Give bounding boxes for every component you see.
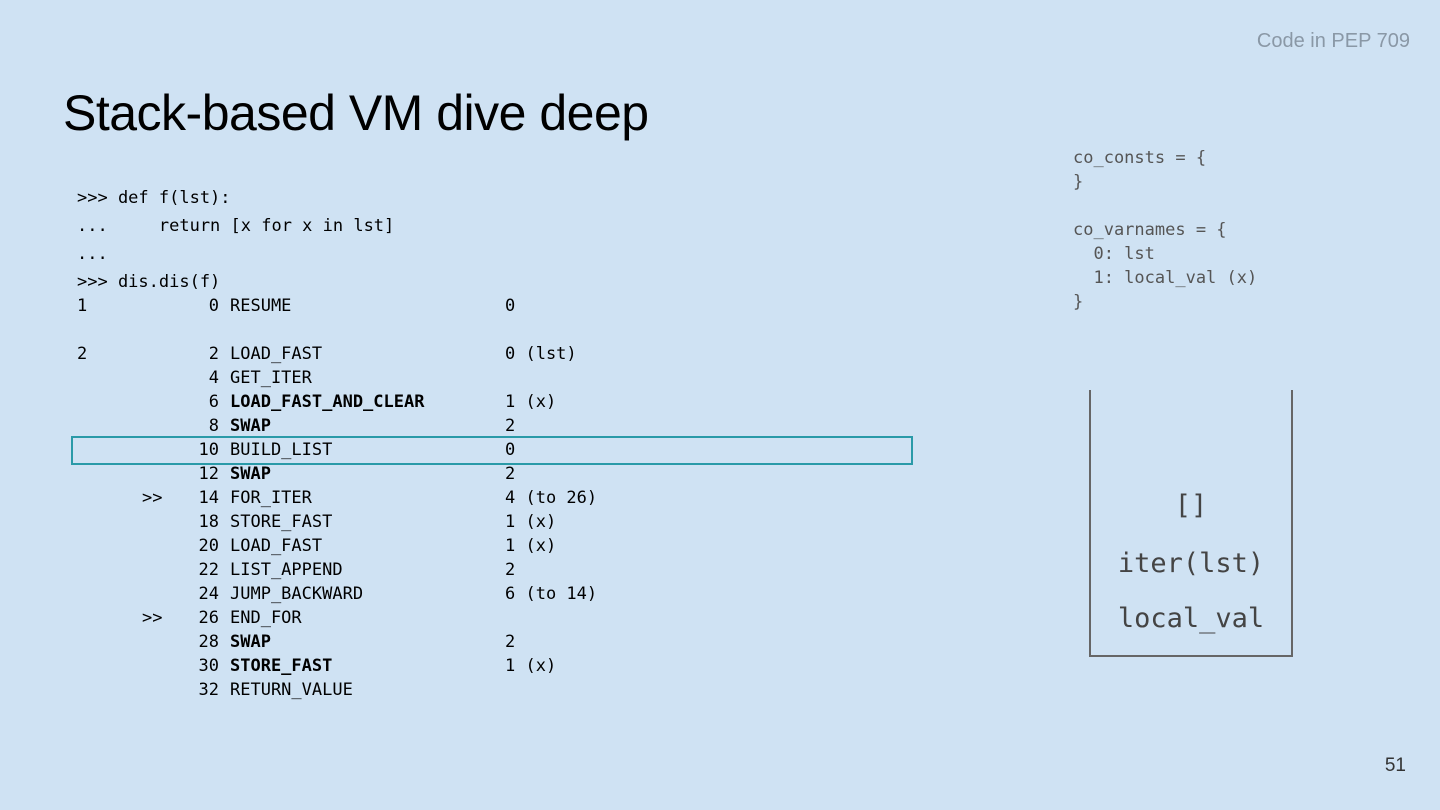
- bytecode-row: 6 LOAD_FAST_AND_CLEAR 1 (x): [0, 390, 940, 414]
- bytecode-row: >> 26 END_FOR: [0, 606, 940, 630]
- code-info-line: co_consts = {: [1073, 148, 1207, 168]
- bytecode-row: >> 14 FOR_ITER 4 (to 26): [0, 486, 940, 510]
- opcode-name: RETURN_VALUE: [230, 680, 353, 700]
- repl-session: >>> def f(lst): ... return [x for x in l…: [77, 184, 394, 296]
- opcode-argument: 0: [505, 440, 516, 460]
- opcode-name: SWAP: [230, 632, 271, 652]
- code-info-line: co_varnames = {: [1073, 220, 1227, 240]
- opcode-name: BUILD_LIST: [230, 440, 333, 460]
- opcode-argument: 2: [505, 464, 516, 484]
- opcode-argument: 1 (x): [505, 512, 557, 532]
- code-info-line: }: [1073, 292, 1084, 312]
- opcode-name: LIST_APPEND: [230, 560, 343, 580]
- repl-line: >>> dis.dis(f): [77, 272, 221, 292]
- stack-item-top: []: [1174, 490, 1208, 521]
- instruction-offset: 6: [208, 392, 219, 412]
- opcode-argument: 0 (lst): [505, 344, 577, 364]
- bytecode-row: 10 BUILD_LIST 0: [0, 438, 940, 462]
- code-info-line: 1: local_val (x): [1073, 268, 1258, 288]
- bytecode-row: 4 GET_ITER: [0, 366, 940, 390]
- bytecode-row: 30 STORE_FAST 1 (x): [0, 654, 940, 678]
- instruction-offset: 2: [208, 344, 219, 364]
- source-line-number: 2: [77, 344, 88, 364]
- bytecode-row: 28 SWAP 2: [0, 630, 940, 654]
- opcode-name: JUMP_BACKWARD: [230, 584, 364, 604]
- bytecode-row: 8 SWAP 2: [0, 414, 940, 438]
- opcode-name: GET_ITER: [230, 368, 312, 388]
- bytecode-row: 24 JUMP_BACKWARD 6 (to 14): [0, 582, 940, 606]
- code-info-line: [1073, 194, 1257, 218]
- instruction-offset: 12: [198, 464, 219, 484]
- stack-item-middle: iter(lst): [1117, 548, 1265, 579]
- opcode-argument: 1 (x): [505, 536, 557, 556]
- code-info-line: }: [1073, 172, 1084, 192]
- instruction-offset: 32: [198, 680, 219, 700]
- opcode-argument: 2: [505, 416, 516, 436]
- instruction-offset: 22: [198, 560, 219, 580]
- instruction-offset: 14: [198, 488, 219, 508]
- instruction-offset: 24: [198, 584, 219, 604]
- opcode-name: END_FOR: [230, 608, 302, 628]
- source-note: Code in PEP 709: [1256, 30, 1410, 52]
- opcode-argument: 2: [505, 560, 516, 580]
- opcode-argument: 1 (x): [505, 392, 557, 412]
- bytecode-row: 18 STORE_FAST 1 (x): [0, 510, 940, 534]
- opcode-argument: 0: [505, 296, 516, 316]
- opcode-name: LOAD_FAST: [230, 344, 323, 364]
- opcode-argument: 2: [505, 632, 516, 652]
- opcode-name: STORE_FAST: [230, 512, 333, 532]
- opcode-name: LOAD_FAST_AND_CLEAR: [230, 392, 425, 412]
- instruction-offset: 10: [198, 440, 219, 460]
- code-info-line: 0: lst: [1073, 244, 1155, 264]
- instruction-offset: 28: [198, 632, 219, 652]
- bytecode-row: 1 0 RESUME 0: [0, 294, 940, 318]
- jump-target-marker: >>: [142, 488, 163, 508]
- bytecode-row: 22 LIST_APPEND 2: [0, 558, 940, 582]
- opcode-name: FOR_ITER: [230, 488, 312, 508]
- instruction-offset: 26: [198, 608, 219, 628]
- bytecode-row: 32 RETURN_VALUE: [0, 678, 940, 702]
- opcode-name: RESUME: [230, 296, 292, 316]
- bytecode-row: 2 2 LOAD_FAST 0 (lst): [0, 342, 940, 366]
- repl-line: ... return [x for x in lst]: [77, 216, 395, 236]
- instruction-offset: 8: [208, 416, 219, 436]
- instruction-offset: 4: [208, 368, 219, 388]
- jump-target-marker: >>: [142, 608, 163, 628]
- opcode-name: STORE_FAST: [230, 656, 333, 676]
- instruction-offset: 30: [198, 656, 219, 676]
- bytecode-row: 20 LOAD_FAST 1 (x): [0, 534, 940, 558]
- stack-item-bottom: local_val: [1117, 603, 1265, 634]
- repl-line: >>> def f(lst):: [77, 188, 231, 208]
- instruction-offset: 0: [208, 296, 219, 316]
- opcode-name: SWAP: [230, 416, 271, 436]
- code-object-info: co_consts = { } co_varnames = { 0: lst 1…: [1073, 146, 1257, 314]
- opcode-argument: 1 (x): [505, 656, 557, 676]
- page-number: 51: [1384, 755, 1406, 776]
- opcode-name: SWAP: [230, 464, 271, 484]
- bytecode-row: 12 SWAP 2: [0, 462, 940, 486]
- opcode-argument: 6 (to 14): [505, 584, 598, 604]
- opcode-name: LOAD_FAST: [230, 536, 323, 556]
- repl-line: ...: [77, 244, 108, 264]
- instruction-offset: 18: [198, 512, 219, 532]
- instruction-offset: 20: [198, 536, 219, 556]
- slide-title: Stack-based VM dive deep: [63, 85, 649, 141]
- source-line-number: 1: [77, 296, 88, 316]
- highlighted-instruction-box: [71, 436, 913, 465]
- vm-stack: [] iter(lst) local_val: [1089, 390, 1293, 657]
- opcode-argument: 4 (to 26): [505, 488, 598, 508]
